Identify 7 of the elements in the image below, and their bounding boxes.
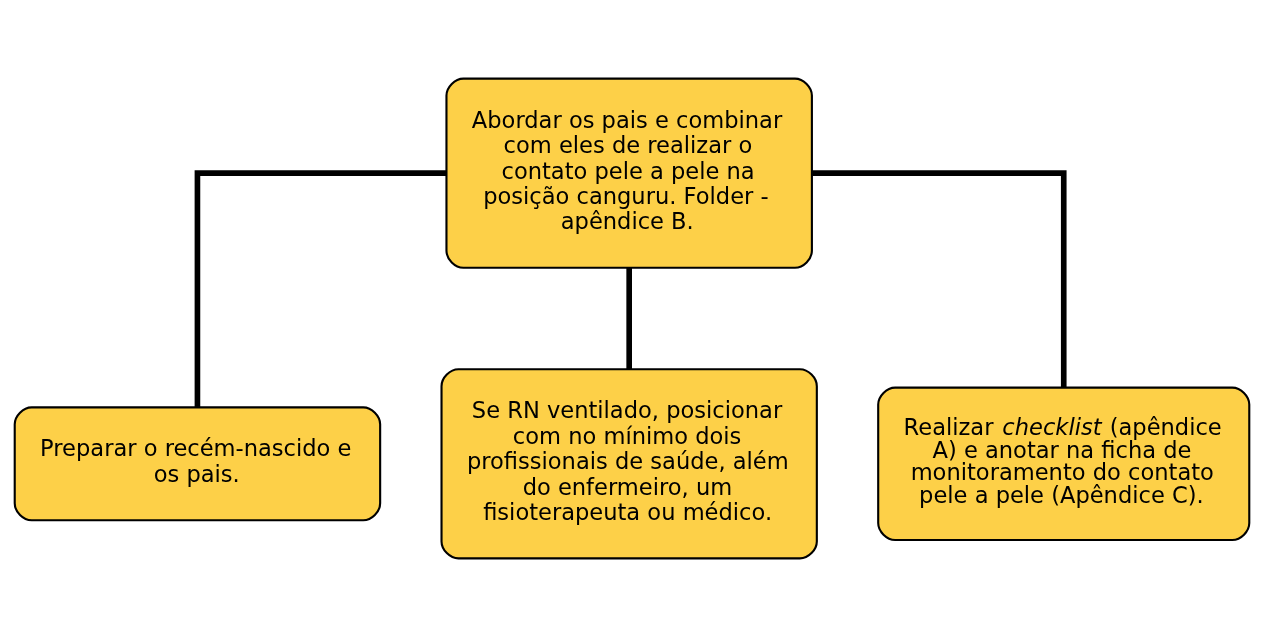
node-box: Realizar checklist (apêndice A) e anotar na ficha de monitoramento do contato pele a pele (Apêndice C).: [877, 386, 1251, 542]
node-box: Preparar o recém-nascido e os pais.: [13, 406, 382, 522]
connector: [194, 170, 447, 408]
connector: [812, 170, 1067, 388]
node-box: Se RN ventilado, posicionar com no mínimo dois profissionais de saúde, além do enfermeiro, um fisioterapeuta ou médico.: [440, 368, 818, 560]
connector: [626, 267, 632, 370]
node-box: Abordar os pais e combinar com eles de realizar o contato pele a pele na posição canguru. Folder - apêndice B.: [445, 77, 813, 269]
